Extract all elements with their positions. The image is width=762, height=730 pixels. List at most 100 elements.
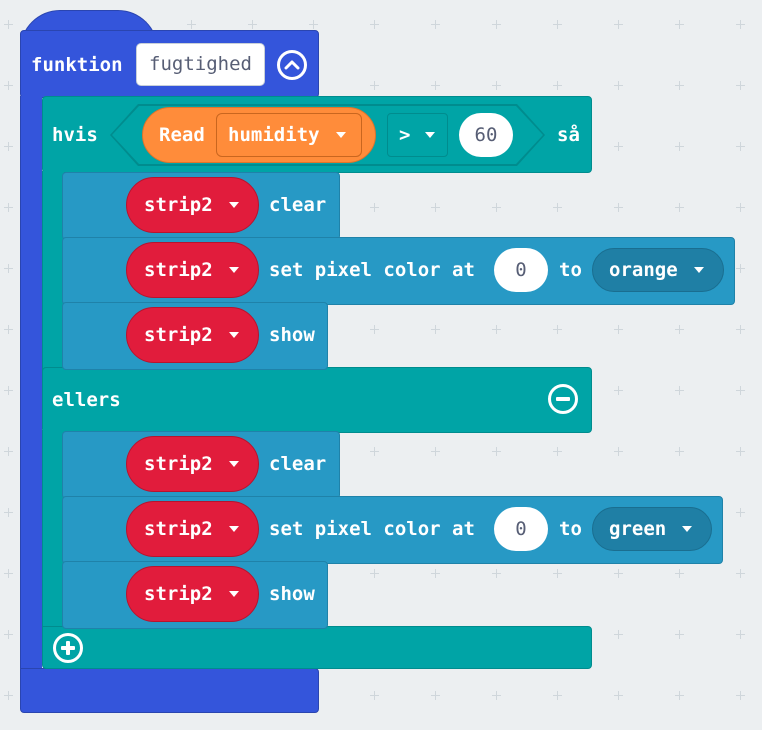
chevron-down-icon: [229, 591, 239, 597]
grid-cross: [4, 20, 13, 29]
grid-cross: [553, 203, 562, 212]
grid-cross: [370, 20, 379, 29]
minus-circle-icon[interactable]: [548, 384, 578, 414]
grid-cross: [370, 691, 379, 700]
grid-cross: [492, 569, 501, 578]
grid-cross: [492, 325, 501, 334]
grid-cross: [431, 203, 440, 212]
grid-cross: [675, 20, 684, 29]
chevron-down-icon: [229, 526, 239, 532]
chevron-down-icon: [336, 132, 346, 138]
if-block-rail: [42, 171, 64, 371]
function-block-rail: [20, 96, 42, 674]
plus-circle-icon[interactable]: [53, 633, 83, 663]
grid-cross: [675, 569, 684, 578]
grid-cross: [675, 142, 684, 151]
grid-cross: [492, 20, 501, 29]
grid-cross: [431, 81, 440, 90]
operator-dropdown[interactable]: [387, 113, 448, 157]
grid-cross: [4, 203, 13, 212]
grid-cross: [309, 20, 318, 29]
pixel-index-input[interactable]: 0: [494, 507, 548, 551]
chevron-down-icon: [229, 267, 239, 273]
grid-cross: [614, 142, 623, 151]
action-label: set pixel color at: [269, 259, 475, 281]
grid-cross: [4, 569, 13, 578]
grid-cross: [614, 569, 623, 578]
grid-cross: [492, 447, 501, 456]
chevron-down-icon: [694, 267, 704, 273]
to-label: to: [559, 259, 582, 281]
threshold-input[interactable]: 60: [459, 113, 513, 157]
grid-cross: [675, 447, 684, 456]
then-label: så: [557, 124, 580, 146]
grid-cross: [736, 569, 745, 578]
grid-cross: [736, 264, 745, 273]
grid-cross: [614, 325, 623, 334]
grid-cross: [4, 386, 13, 395]
grid-cross: [431, 691, 440, 700]
chevron-down-icon: [229, 332, 239, 338]
grid-cross: [736, 20, 745, 29]
grid-cross: [736, 691, 745, 700]
action-label: set pixel color at: [269, 518, 475, 540]
grid-cross: [736, 447, 745, 456]
action-label: clear: [269, 194, 327, 216]
grid-cross: [553, 20, 562, 29]
grid-cross: [675, 203, 684, 212]
grid-cross: [431, 325, 440, 334]
strip-name: strip2: [144, 583, 213, 605]
function-name-field[interactable]: fugtighed: [136, 43, 265, 86]
strip-variable-dropdown[interactable]: [126, 501, 259, 557]
grid-cross: [553, 569, 562, 578]
grid-cross: [492, 81, 501, 90]
color-value: green: [609, 518, 667, 540]
grid-cross: [4, 691, 13, 700]
grid-cross: [431, 447, 440, 456]
grid-cross: [4, 508, 13, 517]
color-value: orange: [609, 259, 678, 281]
grid-cross: [614, 81, 623, 90]
chevron-up-circle-icon[interactable]: [277, 50, 307, 80]
strip-name: strip2: [144, 453, 213, 475]
chevron-down-icon: [229, 461, 239, 467]
grid-cross: [736, 508, 745, 517]
grid-cross: [675, 386, 684, 395]
grid-cross: [614, 447, 623, 456]
strip-name: strip2: [144, 324, 213, 346]
grid-cross: [248, 20, 257, 29]
if-label: hvis: [52, 124, 98, 146]
else-row[interactable]: [42, 367, 592, 433]
action-label: clear: [269, 453, 327, 475]
strip-name: strip2: [144, 518, 213, 540]
grid-cross: [492, 203, 501, 212]
to-label: to: [559, 518, 582, 540]
grid-cross: [370, 325, 379, 334]
grid-cross: [614, 691, 623, 700]
grid-cross: [614, 386, 623, 395]
grid-cross: [614, 20, 623, 29]
color-dropdown[interactable]: [592, 507, 712, 551]
grid-cross: [736, 386, 745, 395]
function-block-footer[interactable]: [20, 668, 319, 713]
pixel-index-input[interactable]: 0: [494, 248, 548, 292]
grid-cross: [4, 325, 13, 334]
grid-cross: [736, 630, 745, 639]
operator-value: >: [399, 124, 411, 146]
else-label: ellers: [52, 389, 121, 411]
grid-cross: [4, 264, 13, 273]
grid-cross: [370, 447, 379, 456]
action-label: show: [269, 324, 315, 346]
grid-cross: [370, 203, 379, 212]
if-block-footer[interactable]: [42, 626, 592, 669]
grid-cross: [187, 20, 196, 29]
grid-cross: [4, 447, 13, 456]
grid-cross: [614, 630, 623, 639]
grid-cross: [675, 691, 684, 700]
chevron-down-icon: [425, 132, 435, 138]
grid-cross: [370, 569, 379, 578]
strip-name: strip2: [144, 259, 213, 281]
strip-name: strip2: [144, 194, 213, 216]
grid-cross: [4, 630, 13, 639]
grid-cross: [736, 81, 745, 90]
